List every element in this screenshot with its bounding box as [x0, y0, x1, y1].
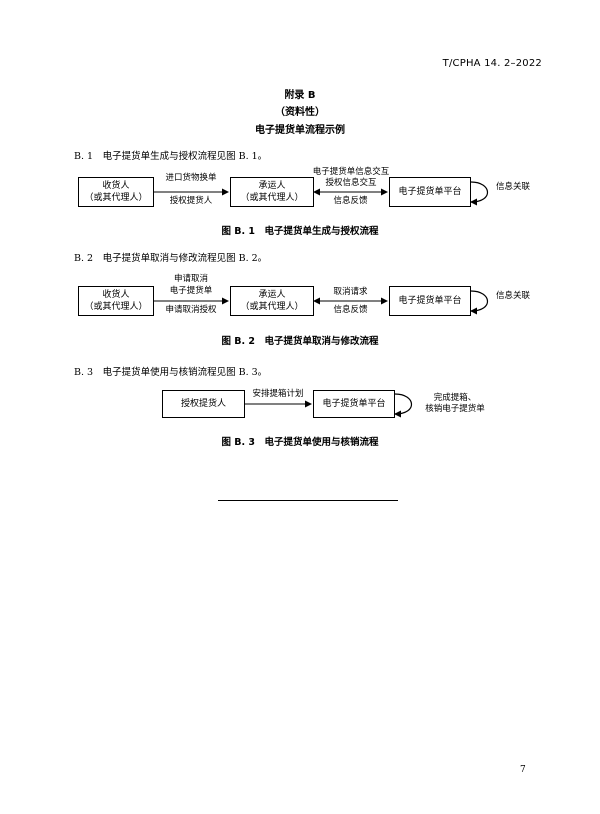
b2-arrow2-top-label: 取消请求 — [333, 287, 368, 297]
b2-arrow2-bottom-label: 信息反馈 — [333, 305, 368, 315]
b2-figure-caption: 图 B. 2 电子提货单取消与修改流程 — [221, 336, 379, 347]
b3-platform-label: 电子提货单平台 — [322, 399, 386, 409]
b1-arrow2-top-label-1: 电子提货单信息交互 — [312, 167, 390, 177]
b1-platform-label: 电子提货单平台 — [398, 187, 462, 197]
b3-platform-box: 电子提货单平台 — [313, 390, 395, 418]
b2-receiver-label: 收货人 — [102, 290, 130, 300]
b2-platform-box: 电子提货单平台 — [389, 286, 471, 316]
b2-paragraph: B. 2 电子提货单取消与修改流程见图 B. 2。 — [74, 253, 268, 264]
b1-loop-label: 信息关联 — [496, 182, 531, 192]
b1-paragraph: B. 1 电子提货单生成与授权流程见图 B. 1。 — [74, 151, 268, 162]
b3-agent-box: 授权提货人 — [162, 390, 245, 418]
b3-agent-label: 授权提货人 — [180, 399, 226, 409]
b1-receiver-sublabel: （或其代理人） — [84, 193, 148, 203]
b1-loop-arrow — [470, 181, 488, 206]
b1-arrow2-bottom-label: 信息反馈 — [333, 196, 368, 206]
b1-arrow2-top-label-2: 授权信息交互 — [325, 178, 377, 188]
b3-loop-arrow — [394, 393, 412, 418]
standard-code: T/CPHA 14. 2–2022 — [442, 58, 542, 69]
b3-paragraph: B. 3 电子提货单使用与核销流程见图 B. 3。 — [74, 367, 268, 378]
b2-carrier-label: 承运人 — [258, 290, 286, 300]
b1-carrier-sublabel: （或其代理人） — [240, 193, 304, 203]
end-rule — [218, 500, 398, 501]
b3-loop-label-1: 完成提箱、 — [433, 393, 477, 403]
b2-platform-label: 电子提货单平台 — [398, 296, 462, 306]
b2-carrier-sublabel: （或其代理人） — [240, 302, 304, 312]
b2-carrier-box: 承运人 （或其代理人） — [230, 286, 314, 316]
b3-arrow-top-label: 安排提箱计划 — [252, 389, 304, 399]
b2-loop-label: 信息关联 — [496, 291, 531, 301]
b1-arrow1-top-label: 进口货物换单 — [165, 173, 217, 183]
b2-loop-arrow — [470, 290, 488, 315]
b3-figure-caption: 图 B. 3 电子提货单使用与核销流程 — [221, 437, 379, 448]
b2-arrow1-bottom-label: 申请取消授权 — [165, 305, 217, 315]
appendix-heading: 电子提货单流程示例 — [255, 125, 345, 136]
appendix-nature: （资料性） — [275, 107, 325, 118]
b1-arrow1-bottom-label: 授权提货人 — [169, 196, 213, 206]
appendix-title: 附录 B — [284, 90, 316, 101]
b2-arrow1-top-label-2: 电子提货单 — [169, 286, 213, 296]
page-number: 7 — [520, 765, 526, 775]
b1-receiver-label: 收货人 — [102, 181, 130, 191]
b2-receiver-box: 收货人 （或其代理人） — [78, 286, 154, 316]
b1-receiver-box: 收货人 （或其代理人） — [78, 177, 154, 207]
b2-receiver-sublabel: （或其代理人） — [84, 302, 148, 312]
b1-platform-box: 电子提货单平台 — [389, 177, 471, 207]
b2-arrow1-top-label-1: 申请取消 — [173, 274, 208, 284]
b1-carrier-box: 承运人 （或其代理人） — [230, 177, 314, 207]
b1-figure-caption: 图 B. 1 电子提货单生成与授权流程 — [221, 226, 379, 237]
b1-carrier-label: 承运人 — [258, 181, 286, 191]
b3-loop-label-2: 核销电子提货单 — [425, 404, 485, 414]
